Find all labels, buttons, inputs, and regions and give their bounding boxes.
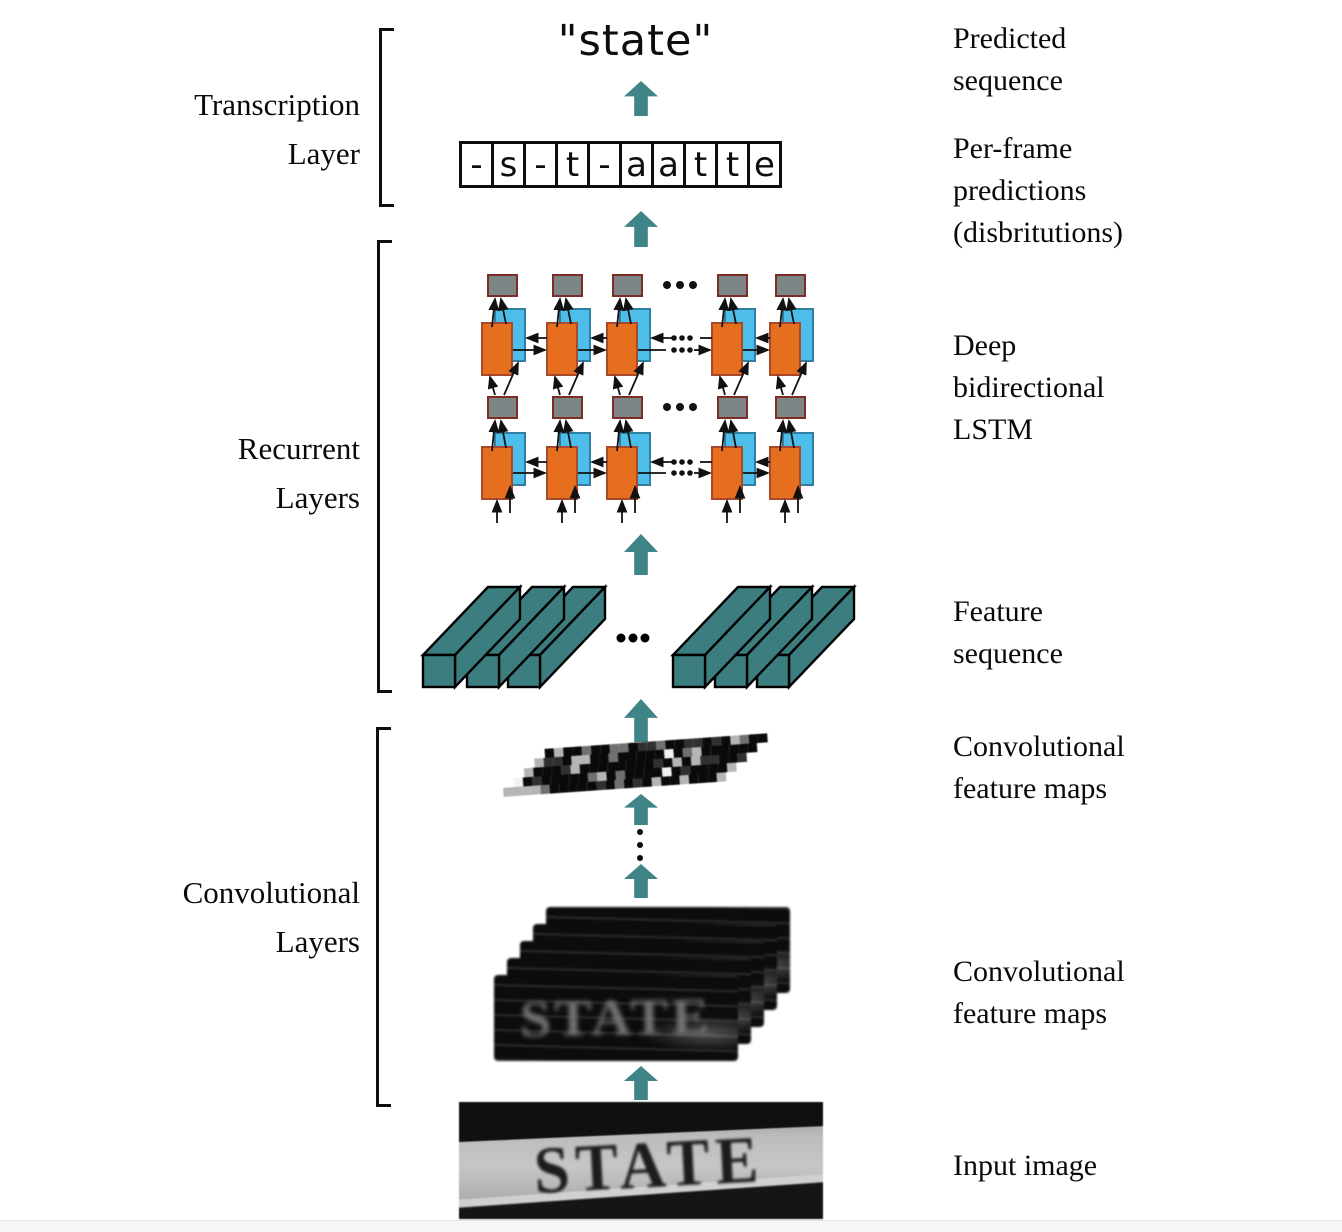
label-line: Layers xyxy=(275,480,360,515)
label-conv-feature-maps-1: Convolutional feature maps xyxy=(953,726,1233,810)
frame-cell: - xyxy=(587,141,622,188)
bracket-convolutional xyxy=(376,727,391,1107)
up-arrow-icon xyxy=(624,81,658,116)
label-line: sequence xyxy=(953,637,1063,670)
label-convolutional-layers: Convolutional Layers xyxy=(60,868,360,966)
bracket-transcription xyxy=(379,28,394,207)
frame-cell: s xyxy=(491,141,526,188)
deep-bidirectional-lstm-diagram xyxy=(481,274,814,523)
label-line: Input image xyxy=(953,1149,1098,1182)
frame-cell: t xyxy=(683,141,718,188)
label-predicted-sequence: Predicted sequence xyxy=(953,18,1233,102)
label-line: Transcription xyxy=(194,87,360,122)
window-bottom-bar xyxy=(0,1220,1342,1232)
vertical-ellipsis-dots xyxy=(637,829,643,861)
conv-feature-map-strip xyxy=(503,733,768,797)
label-line: Feature xyxy=(953,595,1043,628)
label-line: feature maps xyxy=(953,772,1108,805)
label-line: feature maps xyxy=(953,997,1108,1030)
frame-cell: t xyxy=(555,141,590,188)
frame-cell: a xyxy=(651,141,686,188)
label-line: (disbritutions) xyxy=(953,216,1123,249)
label-line: Layer xyxy=(287,136,360,171)
bracket-recurrent xyxy=(377,240,392,693)
feature-map-word: STATE xyxy=(519,987,713,1049)
input-image: STATE xyxy=(459,1102,823,1219)
label-conv-feature-maps-2: Convolutional feature maps xyxy=(953,951,1233,1035)
label-feature-sequence: Feature sequence xyxy=(953,591,1233,675)
up-arrow-icon xyxy=(624,211,658,247)
up-arrow-icon xyxy=(624,534,658,575)
frame-cell: - xyxy=(523,141,558,188)
frame-cell: e xyxy=(747,141,782,188)
label-line: Convolutional xyxy=(953,955,1125,988)
label-line: predictions xyxy=(953,174,1087,207)
conv-feature-map-layer: STATE xyxy=(494,975,738,1061)
up-arrow-icon xyxy=(624,1066,658,1100)
label-line: Per-frame xyxy=(953,132,1073,165)
label-input-image: Input image xyxy=(953,1145,1233,1187)
feature-sequence-bars xyxy=(420,584,857,690)
up-arrow-icon xyxy=(624,864,658,898)
label-transcription-layer: Transcription Layer xyxy=(60,80,360,178)
frame-cell: a xyxy=(619,141,654,188)
predicted-sequence-text: "state" xyxy=(557,16,714,66)
label-line: Recurrent xyxy=(237,431,360,466)
label-line: Deep xyxy=(953,329,1017,362)
frame-cell: - xyxy=(459,141,494,188)
frame-cell: t xyxy=(715,141,750,188)
label-line: bidirectional xyxy=(953,371,1105,404)
label-line: Convolutional xyxy=(182,875,360,910)
label-line: LSTM xyxy=(953,413,1034,446)
label-line: Convolutional xyxy=(953,730,1125,763)
label-deep-bidirectional-lstm: Deep bidirectional LSTM xyxy=(953,325,1233,451)
label-recurrent-layers: Recurrent Layers xyxy=(60,424,360,522)
label-line: Layers xyxy=(275,924,360,959)
label-per-frame-predictions: Per-frame predictions (disbritutions) xyxy=(953,128,1233,254)
per-frame-predictions-row: - s - t - a a t t e xyxy=(459,141,782,188)
label-line: sequence xyxy=(953,64,1063,97)
label-line: Predicted xyxy=(953,22,1067,55)
conv-feature-maps-stack: STATE xyxy=(488,905,800,1067)
